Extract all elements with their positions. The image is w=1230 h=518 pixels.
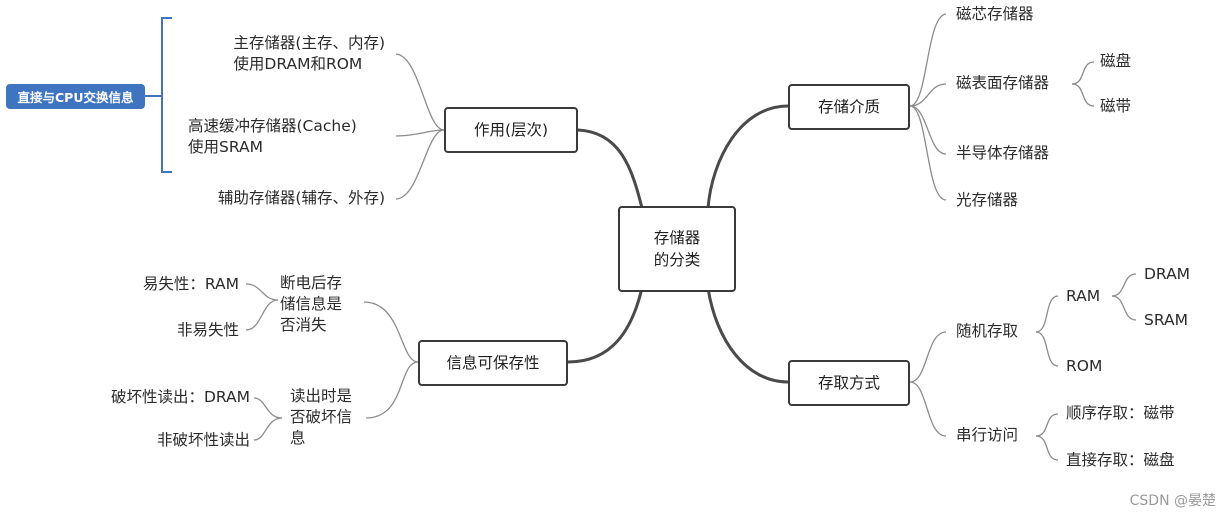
leaf-power-note-line1: 断电后存 — [280, 274, 343, 292]
leaf-rom: ROM — [1066, 357, 1103, 375]
center-node[interactable]: 存储器 的分类 — [618, 206, 736, 292]
leaf-magnetic-core: 磁芯存储器 — [956, 5, 1034, 23]
leaf-cache: 高速缓冲存储器(Cache) 使用SRAM — [188, 116, 357, 158]
edge-media-semi — [909, 105, 947, 155]
edge-center-role — [576, 128, 644, 210]
edge-role-main — [395, 53, 445, 131]
leaf-cache-line2: 使用SRAM — [188, 138, 263, 156]
leaf-aux-memory: 辅助存储器(辅存、外存) — [217, 189, 385, 207]
edge-role-aux — [395, 129, 445, 200]
leaf-cache-line1: 高速缓冲存储器(Cache) — [188, 117, 357, 135]
node-role[interactable]: 作用(层次) — [444, 107, 578, 153]
edge-center-media — [706, 104, 790, 210]
edge-access-random — [909, 331, 947, 383]
node-role-label: 作用(层次) — [473, 121, 549, 139]
center-line1: 存储器 — [653, 229, 701, 247]
leaf-magnetic-surface: 磁表面存储器 — [956, 74, 1050, 92]
leaf-read-note: 读出时是 否破坏信 息 — [290, 386, 352, 449]
edge-ram-dram — [1111, 273, 1137, 297]
leaf-volatile: 易失性：RAM — [142, 275, 239, 293]
edge-ram-sram — [1111, 295, 1137, 321]
leaf-sequential-access: 顺序存取：磁带 — [1066, 404, 1175, 422]
node-media-label: 存储介质 — [817, 98, 880, 116]
node-media[interactable]: 存储介质 — [788, 84, 910, 130]
leaf-power-note: 断电后存 储信息是 否消失 — [280, 273, 342, 336]
leaf-power-note-line3: 否消失 — [280, 316, 327, 334]
edge-media-core — [909, 13, 947, 107]
callout-bracket — [161, 17, 172, 173]
edge-power-nonvol — [245, 299, 279, 331]
edge-power-vol — [245, 283, 279, 301]
leaf-random-access: 随机存取 — [956, 322, 1019, 340]
leaf-nondestructive-read: 非破坏性读出 — [156, 431, 250, 449]
leaf-disk: 磁盘 — [1100, 52, 1132, 70]
edge-random-rom — [1035, 331, 1059, 367]
leaf-read-note-line2: 否破坏信 — [290, 408, 353, 426]
callout-cpu-exchange[interactable]: 直接与CPU交换信息 — [6, 84, 145, 109]
leaf-sram: SRAM — [1144, 311, 1188, 329]
edge-random-ram — [1035, 295, 1059, 333]
edge-ret-read — [365, 361, 419, 419]
leaf-read-note-line3: 息 — [290, 429, 306, 447]
watermark: CSDN @晏楚 — [1129, 493, 1216, 509]
leaf-main-memory: 主存储器(主存、内存) 使用DRAM和ROM — [233, 33, 385, 75]
node-retention[interactable]: 信息可保存性 — [418, 340, 568, 386]
node-retention-label: 信息可保存性 — [446, 354, 540, 372]
leaf-main-memory-line1: 主存储器(主存、内存) — [233, 34, 385, 52]
edge-access-serial — [909, 381, 947, 437]
edge-serial-seq — [1035, 413, 1059, 437]
leaf-nonvolatile: 非易失性 — [176, 321, 239, 339]
edge-read-nondestr — [253, 417, 283, 441]
edge-serial-direct — [1035, 435, 1059, 461]
edge-surface-tape — [1071, 83, 1095, 107]
leaf-read-note-line1: 读出时是 — [290, 387, 353, 405]
edge-surface-disk — [1071, 61, 1095, 85]
leaf-direct-access: 直接存取：磁盘 — [1066, 451, 1175, 469]
leaf-semiconductor: 半导体存储器 — [956, 144, 1050, 162]
node-access[interactable]: 存取方式 — [788, 360, 910, 406]
leaf-dram: DRAM — [1144, 265, 1191, 283]
leaf-power-note-line2: 储信息是 — [280, 295, 343, 313]
node-access-label: 存取方式 — [817, 374, 880, 392]
edge-media-optical — [909, 105, 947, 201]
edge-center-retention — [566, 286, 644, 364]
leaf-ram: RAM — [1066, 287, 1101, 305]
callout-label: 直接与CPU交换信息 — [17, 90, 134, 105]
edge-ret-power — [363, 301, 419, 363]
edge-center-access — [706, 286, 790, 384]
leaf-tape: 磁带 — [1100, 97, 1132, 115]
edge-role-cache — [395, 129, 445, 137]
leaf-optical: 光存储器 — [956, 191, 1019, 209]
leaf-main-memory-line2: 使用DRAM和ROM — [233, 55, 363, 73]
leaf-serial-access: 串行访问 — [956, 426, 1019, 444]
edge-media-surface — [909, 83, 947, 107]
edge-read-destr — [253, 397, 283, 419]
center-line2: 的分类 — [653, 251, 701, 269]
leaf-destructive-read: 破坏性读出：DRAM — [110, 388, 250, 406]
